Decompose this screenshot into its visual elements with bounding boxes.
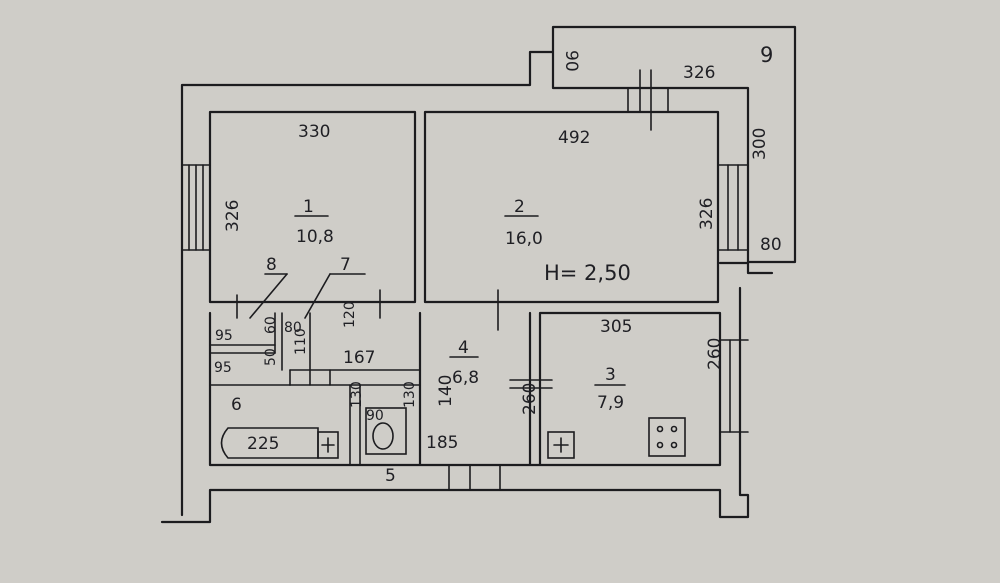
kitchen-sink xyxy=(547,431,575,459)
entrance-door xyxy=(448,464,501,491)
dim-room3-width: 305 xyxy=(600,317,632,337)
dim-room3-height: 260 xyxy=(705,338,725,370)
dim-closet7-depth: 110 xyxy=(293,328,309,355)
leader-lines xyxy=(249,215,626,386)
room3-area: 7,9 xyxy=(597,393,624,413)
dim-room1-width: 330 xyxy=(298,122,330,142)
room7-number: 7 xyxy=(340,255,351,275)
dim-closet6-width: 95 xyxy=(214,360,232,376)
dim-closet6-depth: 50 xyxy=(263,348,279,366)
room3-number: 3 xyxy=(605,365,616,385)
stove-icon xyxy=(648,417,686,457)
room4-number: 4 xyxy=(458,338,469,358)
room2-area: 16,0 xyxy=(505,229,543,249)
window-left xyxy=(181,164,211,251)
dim-closet8-depth: 60 xyxy=(263,316,279,334)
dim-corridor-bottom: 5 xyxy=(385,466,396,486)
dim-corridor-top: 120 xyxy=(342,301,358,328)
balcony-door xyxy=(627,69,669,131)
dim-bath-width: 225 xyxy=(247,434,279,454)
dim-room4-partition: 260 xyxy=(520,383,540,415)
dim-corridor-width: 167 xyxy=(343,348,375,368)
room1-number: 1 xyxy=(303,197,314,217)
toilet xyxy=(365,407,407,455)
room2-number: 2 xyxy=(514,197,525,217)
dim-balcony-depth: 90 xyxy=(561,50,581,72)
dim-room4-bottom: 185 xyxy=(426,433,458,453)
room6-number: 6 xyxy=(231,395,242,415)
bathtub xyxy=(220,427,339,459)
dim-balcony-bottom: 80 xyxy=(760,235,782,255)
room1-area: 10,8 xyxy=(296,227,334,247)
room4-area: 6,8 xyxy=(452,368,479,388)
dim-room2-width: 492 xyxy=(558,128,590,148)
balcony-number: 9 xyxy=(760,43,773,67)
window-room2 xyxy=(717,164,749,251)
bathroom-partitions xyxy=(209,289,553,466)
dim-toilet-width: 90 xyxy=(366,408,384,424)
dim-balcony-side: 300 xyxy=(750,128,770,160)
dim-room4-height: 140 xyxy=(436,375,456,407)
dim-room1-height: 326 xyxy=(223,200,243,232)
ceiling-height: H= 2,50 xyxy=(544,261,631,285)
dim-room2-height: 326 xyxy=(697,198,717,230)
dim-closet7-width: 80 xyxy=(284,320,302,336)
dim-closet8-width: 95 xyxy=(215,328,233,344)
dim-balcony-length: 326 xyxy=(683,63,715,83)
room8-number: 8 xyxy=(266,255,277,275)
dim-toilet-side: 130 xyxy=(402,381,418,408)
dim-bath-side: 130 xyxy=(349,381,365,408)
window-room3 xyxy=(719,339,749,433)
outer-wall xyxy=(160,25,797,524)
inner-wall xyxy=(208,110,750,467)
